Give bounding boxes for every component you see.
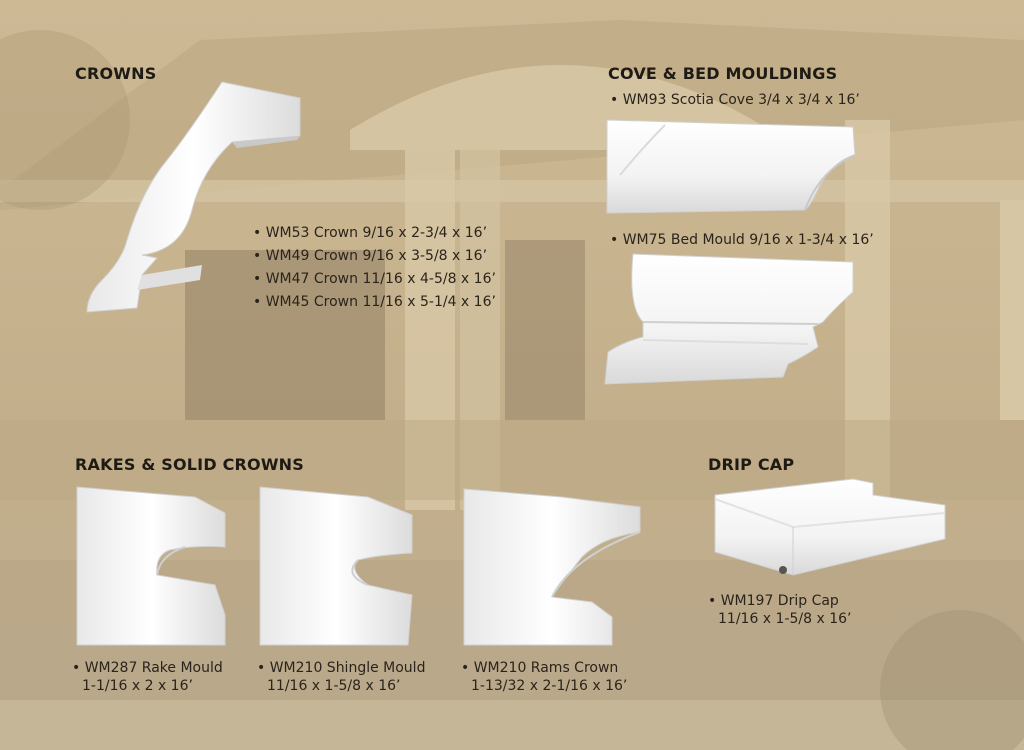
drip-cap-name: • WM197 Drip Cap (708, 593, 839, 609)
shingle-mould-image (259, 486, 413, 646)
crown-moulding-image (86, 81, 301, 313)
bed-mould-item: • WM75 Bed Mould 9/16 x 1-3/4 x 16’ (610, 232, 874, 248)
rake-mould-name: • WM287 Rake Mould (72, 660, 223, 676)
shingle-mould-size: 11/16 x 1-5/8 x 16’ (267, 678, 401, 694)
cove-bed-heading: COVE & BED MOULDINGS (608, 64, 838, 83)
bed-mould-image (604, 253, 854, 385)
rams-crown-size: 1-13/32 x 2-1/16 x 16’ (471, 678, 628, 694)
scotia-cove-image (606, 119, 856, 214)
drip-cap-size: 11/16 x 1-5/8 x 16’ (718, 611, 852, 627)
rake-mould-caption: • WM287 Rake Mould 1-1/16 x 2 x 16’ (72, 659, 223, 695)
rake-mould-size: 1-1/16 x 2 x 16’ (82, 678, 193, 694)
drip-cap-heading: DRIP CAP (708, 455, 795, 474)
rake-mould-image (76, 486, 226, 646)
drip-cap-caption: • WM197 Drip Cap 11/16 x 1-5/8 x 16’ (708, 592, 851, 628)
crowns-list: • WM53 Crown 9/16 x 2-3/4 x 16’ • WM49 C… (253, 222, 496, 314)
rams-crown-caption: • WM210 Rams Crown 1-13/32 x 2-1/16 x 16… (461, 659, 627, 695)
rams-crown-image (463, 488, 641, 646)
crown-item: • WM45 Crown 11/16 x 5-1/4 x 16’ (253, 294, 496, 310)
cove-item: • WM93 Scotia Cove 3/4 x 3/4 x 16’ (610, 92, 860, 108)
crowns-heading: CROWNS (75, 64, 157, 83)
rakes-heading: RAKES & SOLID CROWNS (75, 455, 304, 474)
shingle-mould-name: • WM210 Shingle Mould (257, 660, 426, 676)
drip-cap-image (714, 478, 946, 576)
rams-crown-name: • WM210 Rams Crown (461, 660, 619, 676)
shingle-mould-caption: • WM210 Shingle Mould 11/16 x 1-5/8 x 16… (257, 659, 425, 695)
crown-item: • WM47 Crown 11/16 x 4-5/8 x 16’ (253, 271, 496, 287)
crown-item: • WM53 Crown 9/16 x 2-3/4 x 16’ (253, 225, 488, 241)
crown-item: • WM49 Crown 9/16 x 3-5/8 x 16’ (253, 248, 488, 264)
